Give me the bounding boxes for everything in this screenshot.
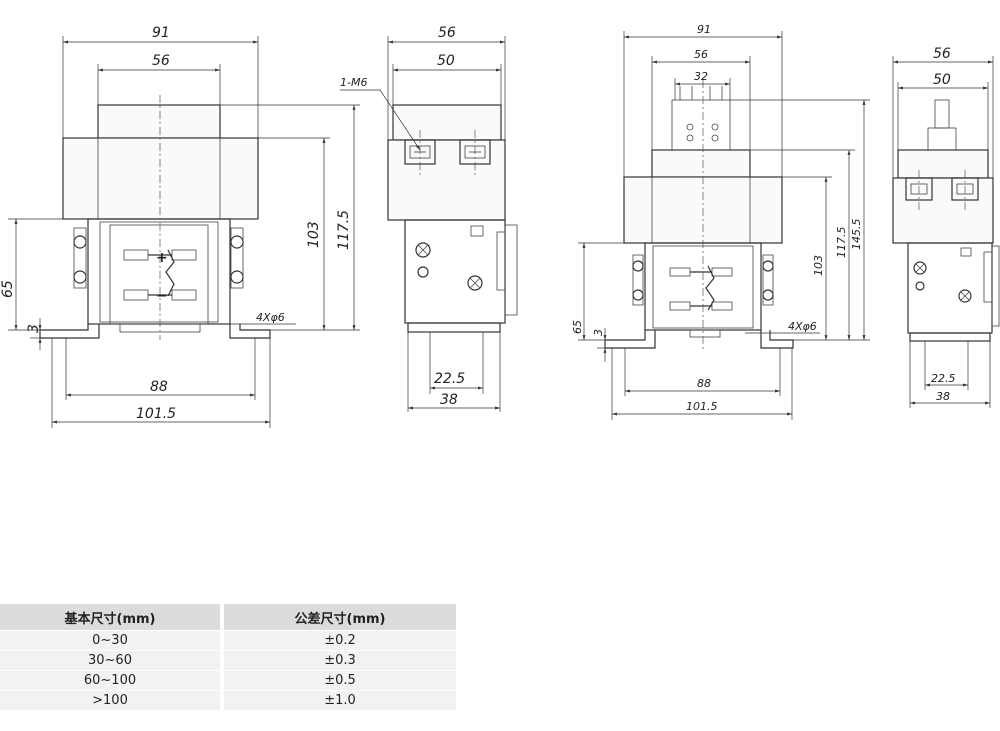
left-front-dim-foot: 3 — [26, 324, 42, 333]
right-side-housing — [907, 242, 993, 334]
tolerance-table-header: 基本尺寸(mm) 公差尺寸(mm) — [0, 604, 456, 631]
right-side-dim-base-outer: 38 — [936, 390, 950, 403]
right-front-dim-width-total: 91 — [697, 23, 711, 36]
right-front-dim-height-mid: 103 — [812, 255, 825, 276]
right-side-aux-switch — [927, 127, 957, 151]
right-front-dim-height-low: 65 — [571, 320, 584, 334]
right-side-dim-base-inner: 22.5 — [931, 372, 956, 385]
svg-text:+: + — [156, 250, 168, 266]
table-row: 60~100 ±0.5 — [0, 670, 456, 691]
left-side-dim-base-inner: 22.5 — [434, 371, 465, 387]
left-front-dim-span-outer: 101.5 — [136, 406, 176, 422]
header-basic-size: 基本尺寸(mm) — [0, 604, 224, 631]
left-front-dim-width-total: 91 — [152, 25, 170, 41]
tolerance-cell: ±1.0 — [222, 690, 456, 710]
header-tolerance: 公差尺寸(mm) — [222, 604, 456, 631]
right-side-top-cap — [897, 149, 989, 179]
right-front-foot-left — [604, 330, 656, 349]
right-side-view: 56 50 22.5 38 — [892, 46, 1000, 408]
left-front-dim-height-low: 65 — [0, 280, 16, 298]
left-side-dim-width-outer: 56 — [438, 25, 456, 41]
left-front-view: + − 91 56 103 117.5 65 3 4Xφ6 88 — [0, 25, 360, 428]
right-front-top-block — [651, 149, 751, 178]
basic-size-cell: 60~100 — [0, 670, 224, 691]
left-front-dim-height-total: 117.5 — [336, 210, 352, 250]
right-front-foot-right — [760, 330, 794, 349]
left-front-top-block — [97, 104, 221, 139]
right-front-dim-width-top: 32 — [694, 70, 708, 83]
left-front-dim-span-inner: 88 — [150, 379, 168, 395]
right-front-dim-height-117: 117.5 — [835, 227, 848, 259]
tolerance-cell: ±0.5 — [222, 670, 456, 691]
technical-drawing: + − 91 56 103 117.5 65 3 4Xφ6 88 — [0, 23, 1000, 428]
right-front-view: 91 56 32 103 117.5 145.5 65 3 4Xφ6 88 10… — [571, 23, 870, 420]
right-front-dim-span-inner: 88 — [697, 377, 711, 390]
right-front-dim-holes: 4Xφ6 — [788, 320, 817, 333]
left-front-foot-right — [229, 324, 271, 339]
right-front-dim-foot: 3 — [592, 329, 605, 336]
left-side-dim-width-inner: 50 — [437, 53, 455, 69]
left-side-view: 56 50 1-M6 22.5 38 — [340, 25, 518, 412]
left-side-housing — [404, 219, 506, 324]
left-side-top-cap — [392, 104, 502, 141]
left-front-dim-height-mid: 103 — [306, 221, 322, 248]
right-front-dim-span-outer: 101.5 — [686, 400, 718, 413]
left-front-dim-holes: 4Xφ6 — [256, 311, 285, 324]
svg-text:−: − — [156, 288, 168, 304]
right-front-dim-height-total: 145.5 — [850, 219, 863, 251]
tolerance-cell: ±0.2 — [222, 630, 456, 651]
left-front-foot-left — [39, 324, 100, 339]
basic-size-cell: 30~60 — [0, 650, 224, 671]
right-side-dim-width-inner: 50 — [933, 72, 951, 88]
basic-size-cell: >100 — [0, 690, 224, 710]
right-front-aux-switch — [671, 99, 731, 151]
left-side-coil — [387, 139, 506, 221]
table-row: 30~60 ±0.3 — [0, 650, 456, 671]
left-front-housing — [87, 218, 231, 325]
table-row: >100 ±1.0 — [0, 690, 456, 710]
left-side-dim-base-outer: 38 — [440, 392, 458, 408]
left-front-coil — [62, 137, 259, 220]
basic-size-cell: 0~30 — [0, 630, 224, 651]
left-side-terminal-note: 1-M6 — [340, 76, 367, 89]
tolerance-table: 基本尺寸(mm) 公差尺寸(mm) 0~30 ±0.2 30~60 ±0.3 6… — [0, 604, 456, 710]
tolerance-cell: ±0.3 — [222, 650, 456, 671]
right-side-dim-width-outer: 56 — [933, 46, 951, 62]
table-row: 0~30 ±0.2 — [0, 630, 456, 651]
right-front-dim-width-mid: 56 — [694, 48, 708, 61]
left-front-dim-width-top: 56 — [152, 53, 170, 69]
